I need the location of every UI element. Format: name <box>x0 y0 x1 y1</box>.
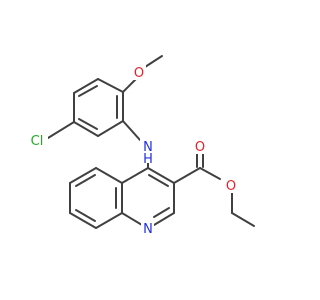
ester-oxygen-label: O <box>226 179 236 194</box>
chlorine-label: Cl <box>31 134 44 149</box>
atom-labels: O Cl N H O O N <box>26 64 238 237</box>
label-mask-carbonyl-o <box>194 138 207 154</box>
bond-double-c5-c6 <box>75 174 96 187</box>
bond-double-c4-c3 <box>148 174 169 187</box>
bond-c8-c8a <box>95 212 123 229</box>
ring-nitrogen-label: N <box>143 222 153 237</box>
bond-ring1-double-a <box>78 85 98 97</box>
label-mask-methoxy-o <box>133 64 146 80</box>
bonds <box>47 55 255 229</box>
amine-nitrogen-label: N <box>143 140 153 155</box>
bond-c4a-c5 <box>95 167 123 184</box>
bond-double-c7-c8 <box>75 209 96 222</box>
bond-c4-c3 <box>147 167 175 184</box>
bond-ring1-b <box>73 78 99 94</box>
bond-c7-c8 <box>69 212 97 229</box>
bond-ring1-d <box>73 121 99 137</box>
bond-ethyl <box>231 212 255 227</box>
bond-o-aryl <box>122 78 137 93</box>
label-mask-ring-n <box>141 221 154 237</box>
bond-double-c2-n1 <box>153 207 170 218</box>
carbonyl-oxygen-label: O <box>195 140 205 155</box>
label-mask-nh <box>140 137 156 163</box>
bond-c2-n1 <box>153 212 175 226</box>
methoxy-oxygen-label: O <box>134 66 144 81</box>
label-mask-cl <box>26 132 48 148</box>
label-mask-ester-o <box>225 177 238 193</box>
bond-carbonyl-oester <box>199 167 221 180</box>
bond-c4a-c4 <box>121 167 149 184</box>
structure-diagram: O Cl N H O O N <box>26 55 255 237</box>
bond-n1-c8a <box>121 212 143 226</box>
bond-ring1-a <box>97 78 124 93</box>
bond-ring1-double-b <box>78 118 98 130</box>
bond-c5-c6 <box>69 167 97 184</box>
bond-ring1-nh <box>122 120 141 141</box>
bond-ring1-e <box>97 120 124 137</box>
amine-hydrogen-label: H <box>143 152 153 167</box>
bond-methyl-o <box>144 55 163 68</box>
bond-ring-cl <box>47 121 75 139</box>
bond-c3-carbonyl <box>173 167 201 184</box>
